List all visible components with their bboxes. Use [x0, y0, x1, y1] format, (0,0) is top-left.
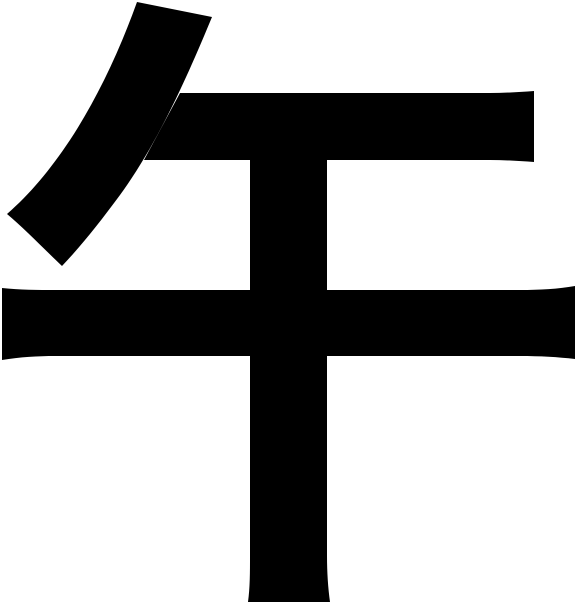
glyph-stroke-vertical — [248, 160, 330, 602]
glyph-stroke-upper-horizontal — [144, 91, 534, 162]
glyph-stroke-slant — [7, 2, 212, 266]
